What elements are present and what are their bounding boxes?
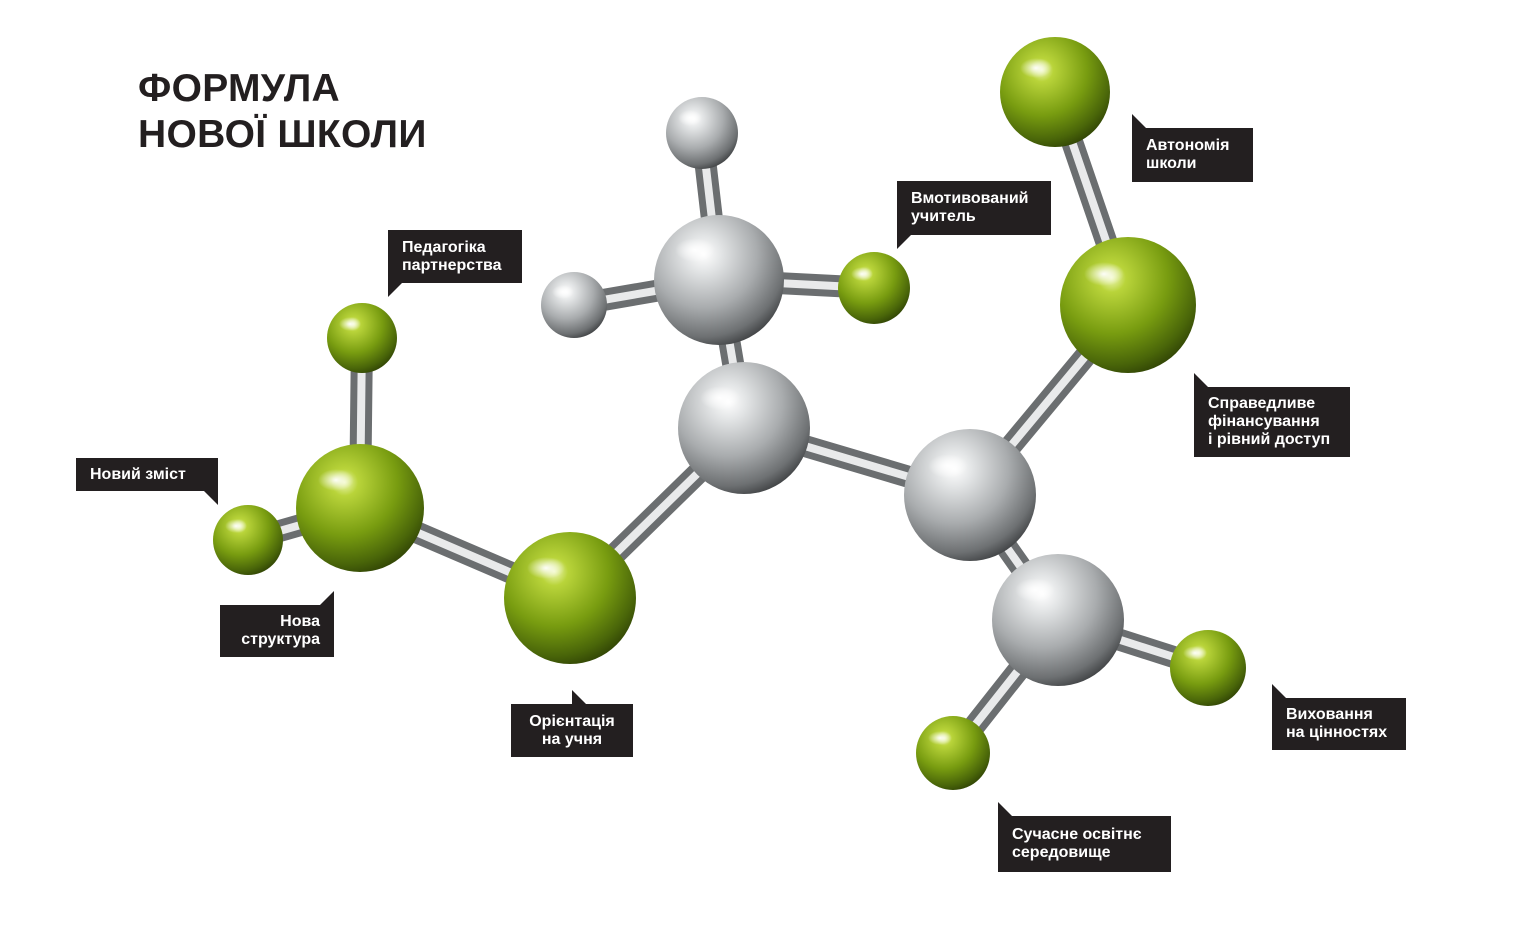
callout-pointer — [204, 491, 218, 505]
label-values: Виховання на цінностях — [1272, 684, 1406, 750]
silver-atom — [992, 554, 1124, 686]
silver-atom — [654, 215, 784, 345]
page-title: ФОРМУЛА НОВОЇ ШКОЛИ — [138, 66, 427, 158]
label-structure-text: Нова структура — [241, 613, 320, 648]
green-atom-funding — [1060, 237, 1196, 373]
label-content-text: Новий зміст — [90, 465, 186, 483]
label-autonomy-text: Автономія школи — [1146, 137, 1230, 172]
label-environment-text: Сучасне освітнє середовище — [1012, 826, 1142, 861]
callout-pointer — [1194, 373, 1208, 387]
label-funding-text: Справедливе фінансування і рівний доступ — [1208, 395, 1331, 448]
title-line-1: ФОРМУЛА — [138, 67, 341, 110]
label-teacher-text: Вмотивований учитель — [911, 190, 1029, 225]
label-content: Новий зміст — [76, 458, 218, 505]
green-atom-content — [213, 505, 283, 575]
label-environment: Сучасне освітнє середовище — [998, 802, 1171, 872]
callout-pointer — [320, 591, 334, 605]
callout-pointer — [1272, 684, 1286, 698]
label-autonomy: Автономія школи — [1132, 114, 1253, 182]
green-atom-values — [1170, 630, 1246, 706]
label-pedagogy-text: Педагогіка партнерства — [402, 238, 502, 274]
label-teacher: Вмотивований учитель — [897, 181, 1051, 249]
title-line-2: НОВОЇ ШКОЛИ — [138, 113, 427, 156]
silver-atom — [666, 97, 738, 169]
silver-atom — [678, 362, 810, 494]
green-atom-structure — [296, 444, 424, 572]
callout-pointer — [572, 690, 586, 704]
green-atom-autonomy — [1000, 37, 1110, 147]
green-atom-pedagogy — [327, 303, 397, 373]
label-pedagogy: Педагогіка партнерства — [388, 230, 522, 297]
silver-atom — [541, 272, 607, 338]
label-values-text: Виховання на цінностях — [1286, 706, 1388, 741]
label-funding: Справедливе фінансування і рівний доступ — [1194, 373, 1350, 457]
callout-pointer — [388, 283, 402, 297]
callout-pointer — [1132, 114, 1146, 128]
label-student-text: Орієнтація на учня — [529, 712, 615, 748]
green-atom-teacher — [838, 252, 910, 324]
label-student: Орієнтація на учня — [511, 690, 633, 757]
green-atom-environment — [916, 716, 990, 790]
silver-atom — [904, 429, 1036, 561]
atoms — [213, 37, 1246, 790]
label-structure: Нова структура — [220, 591, 334, 657]
callout-pointer — [897, 235, 911, 249]
callout-pointer — [998, 802, 1012, 816]
green-atom-student — [504, 532, 636, 664]
